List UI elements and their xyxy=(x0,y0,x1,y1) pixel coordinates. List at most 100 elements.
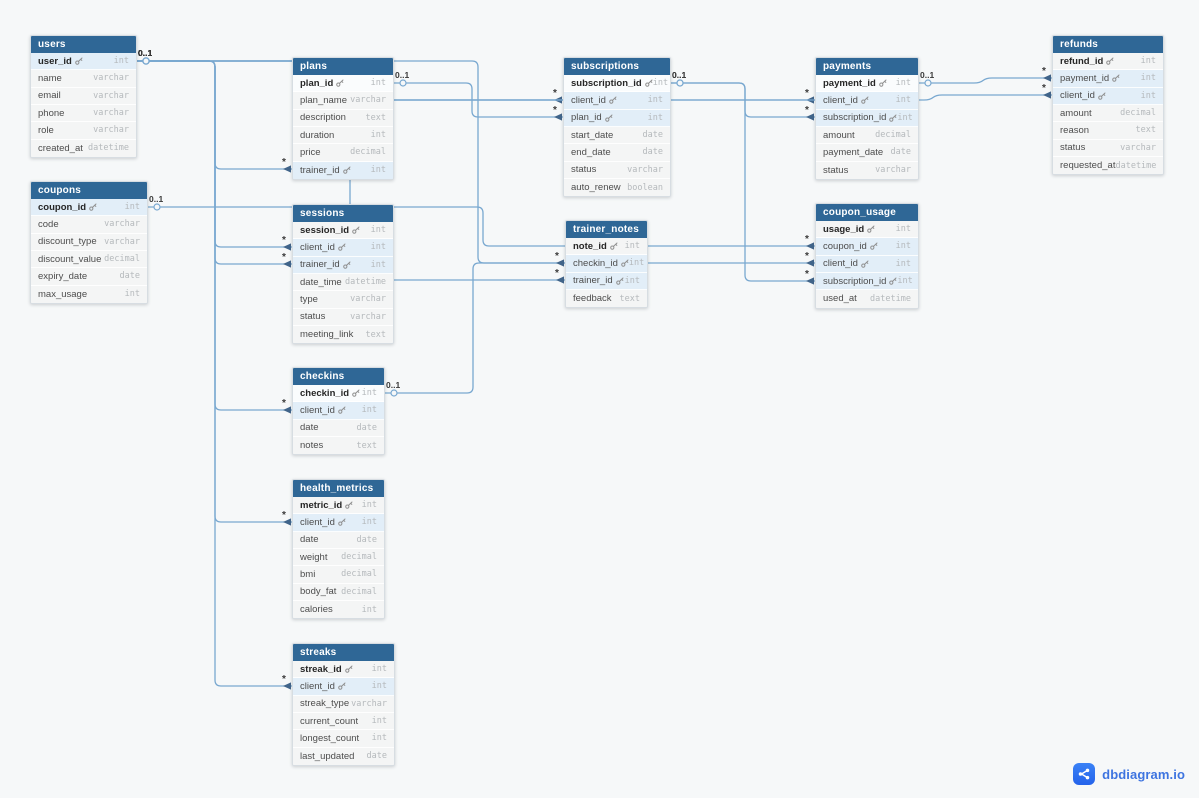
field-row-duration[interactable]: duration int xyxy=(293,126,393,145)
field-row-amount[interactable]: amount decimal xyxy=(1053,104,1163,123)
field-row-used_at[interactable]: used_at datetime xyxy=(816,290,918,308)
field-row-coupon_id[interactable]: coupon_id int xyxy=(816,238,918,256)
table-header[interactable]: subscriptions xyxy=(564,58,670,75)
branding[interactable]: dbdiagram.io xyxy=(1073,763,1185,785)
field-row-date_time[interactable]: date_time datetime xyxy=(293,273,393,292)
field-row-subscription_id[interactable]: subscription_id int xyxy=(564,75,670,93)
table-users[interactable]: users user_id int name varchar xyxy=(30,35,137,158)
table-header[interactable]: coupons xyxy=(31,182,147,199)
field-row-streak_id[interactable]: streak_id int xyxy=(293,661,394,679)
field-row-refund_id[interactable]: refund_id int xyxy=(1053,53,1163,71)
field-row-client_id[interactable]: client_id int xyxy=(293,514,384,532)
table-payments[interactable]: payments payment_id int client_id xyxy=(815,57,919,180)
table-streaks[interactable]: streaks streak_id int client_id xyxy=(292,643,395,766)
field-row-reason[interactable]: reason text xyxy=(1053,122,1163,140)
field-row-auto_renew[interactable]: auto_renew boolean xyxy=(564,178,670,197)
relationship-line-subscriptions.subscription_id-coupon_usage.subscription_id[interactable] xyxy=(671,82,815,282)
table-plans[interactable]: plans plan_id int plan_name varchar xyxy=(292,57,394,180)
field-row-email[interactable]: email varchar xyxy=(31,87,136,105)
field-row-phone[interactable]: phone varchar xyxy=(31,104,136,123)
field-row-checkin_id[interactable]: checkin_id int xyxy=(293,385,384,403)
field-row-calories[interactable]: calories int xyxy=(293,600,384,619)
field-row-current_count[interactable]: current_count int xyxy=(293,712,394,731)
field-row-feedback[interactable]: feedback text xyxy=(566,289,647,308)
relationship-line-payments.payment_id-refunds.payment_id[interactable] xyxy=(919,77,1052,84)
field-row-name[interactable]: name varchar xyxy=(31,70,136,88)
field-row-status[interactable]: status varchar xyxy=(564,161,670,179)
table-header[interactable]: trainer_notes xyxy=(566,221,647,238)
field-row-client_id[interactable]: client_id int xyxy=(816,255,918,273)
table-sessions[interactable]: sessions session_id int client_id xyxy=(292,204,394,345)
field-row-discount_value[interactable]: discount_value decimal xyxy=(31,250,147,269)
field-row-session_id[interactable]: session_id int xyxy=(293,222,393,240)
table-header[interactable]: health_metrics xyxy=(293,480,384,497)
table-header[interactable]: plans xyxy=(293,58,393,75)
field-row-status[interactable]: status varchar xyxy=(293,308,393,326)
table-header[interactable]: refunds xyxy=(1053,36,1163,53)
field-row-client_id[interactable]: client_id int xyxy=(293,402,384,420)
field-row-client_id[interactable]: client_id int xyxy=(293,239,393,257)
field-row-amount[interactable]: amount decimal xyxy=(816,126,918,145)
table-header[interactable]: sessions xyxy=(293,205,393,222)
field-row-payment_id[interactable]: payment_id int xyxy=(816,75,918,93)
field-row-max_usage[interactable]: max_usage int xyxy=(31,285,147,303)
field-row-subscription_id[interactable]: subscription_id int xyxy=(816,109,918,127)
field-row-subscription_id[interactable]: subscription_id int xyxy=(816,272,918,291)
field-row-expiry_date[interactable]: expiry_date date xyxy=(31,268,147,286)
table-trainer_notes[interactable]: trainer_notes note_id int checkin_id xyxy=(565,220,648,309)
table-refunds[interactable]: refunds refund_id int payment_id xyxy=(1052,35,1164,176)
field-row-date[interactable]: date date xyxy=(293,531,384,549)
table-header[interactable]: payments xyxy=(816,58,918,75)
table-header[interactable]: users xyxy=(31,36,136,53)
field-row-checkin_id[interactable]: checkin_id int xyxy=(566,255,647,273)
field-row-streak_type[interactable]: streak_type varchar xyxy=(293,695,394,713)
field-row-plan_name[interactable]: plan_name varchar xyxy=(293,92,393,110)
field-row-payment_id[interactable]: payment_id int xyxy=(1053,70,1163,88)
field-row-plan_id[interactable]: plan_id int xyxy=(293,75,393,93)
field-row-price[interactable]: price decimal xyxy=(293,144,393,162)
field-row-longest_count[interactable]: longest_count int xyxy=(293,730,394,748)
field-row-trainer_id[interactable]: trainer_id int xyxy=(293,256,393,274)
field-row-description[interactable]: description text xyxy=(293,109,393,127)
field-row-note_id[interactable]: note_id int xyxy=(566,238,647,256)
field-row-client_id[interactable]: client_id int xyxy=(816,92,918,110)
field-row-metric_id[interactable]: metric_id int xyxy=(293,497,384,515)
field-row-payment_date[interactable]: payment_date date xyxy=(816,144,918,162)
field-row-notes[interactable]: notes text xyxy=(293,436,384,455)
field-row-weight[interactable]: weight decimal xyxy=(293,548,384,567)
field-row-end_date[interactable]: end_date date xyxy=(564,144,670,162)
field-row-coupon_id[interactable]: coupon_id int xyxy=(31,199,147,217)
field-row-plan_id[interactable]: plan_id int xyxy=(564,109,670,127)
field-row-client_id[interactable]: client_id int xyxy=(1053,87,1163,105)
table-coupons[interactable]: coupons coupon_id int code varchar xyxy=(30,181,148,304)
table-checkins[interactable]: checkins checkin_id int client_id xyxy=(292,367,385,456)
field-row-usage_id[interactable]: usage_id int xyxy=(816,221,918,239)
field-row-body_fat[interactable]: body_fat decimal xyxy=(293,583,384,601)
field-row-trainer_id[interactable]: trainer_id int xyxy=(566,272,647,290)
table-header[interactable]: checkins xyxy=(293,368,384,385)
field-row-status[interactable]: status varchar xyxy=(816,161,918,179)
field-row-code[interactable]: code varchar xyxy=(31,216,147,234)
table-coupon_usage[interactable]: coupon_usage usage_id int coupon_id xyxy=(815,203,919,309)
field-row-client_id[interactable]: client_id int xyxy=(564,92,670,110)
field-row-status[interactable]: status varchar xyxy=(1053,139,1163,157)
field-row-user_id[interactable]: user_id int xyxy=(31,53,136,71)
field-row-client_id[interactable]: client_id int xyxy=(293,678,394,696)
relationship-line-checkins.checkin_id-trainer_notes.checkin_id[interactable] xyxy=(385,262,565,394)
field-row-discount_type[interactable]: discount_type varchar xyxy=(31,233,147,251)
table-header[interactable]: coupon_usage xyxy=(816,204,918,221)
field-row-bmi[interactable]: bmi decimal xyxy=(293,566,384,584)
field-row-type[interactable]: type varchar xyxy=(293,291,393,309)
field-row-role[interactable]: role varchar xyxy=(31,122,136,140)
table-health_metrics[interactable]: health_metrics metric_id int client_id xyxy=(292,479,385,620)
field-row-trainer_id[interactable]: trainer_id int xyxy=(293,161,393,179)
field-row-meeting_link[interactable]: meeting_link text xyxy=(293,325,393,344)
field-row-requested_at[interactable]: requested_at datetime xyxy=(1053,156,1163,175)
field-row-date[interactable]: date date xyxy=(293,419,384,437)
field-row-start_date[interactable]: start_date date xyxy=(564,126,670,145)
field-row-last_updated[interactable]: last_updated date xyxy=(293,747,394,765)
table-header[interactable]: streaks xyxy=(293,644,394,661)
table-subscriptions[interactable]: subscriptions subscription_id int client… xyxy=(563,57,671,198)
relationship-line-plans.plan_id-subscriptions.plan_id[interactable] xyxy=(394,82,563,118)
